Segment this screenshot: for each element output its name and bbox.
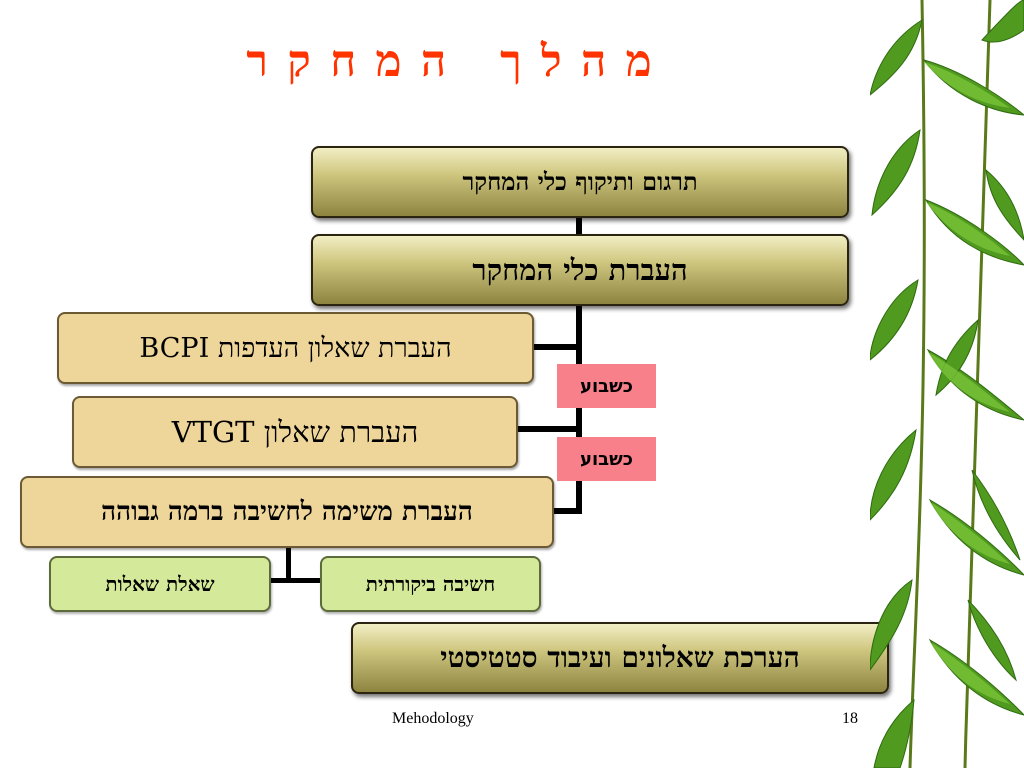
box-label: הערכת שאלונים ועיבוד סטטיסטי (440, 641, 800, 674)
box-evaluation-statistics: הערכת שאלונים ועיבוד סטטיסטי (351, 622, 889, 694)
box-label: חשיבה ביקורתית (365, 571, 496, 596)
slide-title: מ ה ל ך ה מ ח ק ר (246, 36, 654, 87)
bamboo-leaves-decoration (870, 0, 1024, 768)
connector-line (552, 508, 582, 514)
connector-line (270, 578, 322, 583)
week-badge: כשבוע (557, 364, 656, 408)
week-badge: כשבוע (557, 437, 656, 481)
box-label: העברת כלי המחקר (472, 252, 688, 287)
box-administer-tools: העברת כלי המחקר (311, 234, 849, 306)
box-critical-thinking: חשיבה ביקורתית (320, 556, 541, 612)
box-vtgt-questionnaire: העברת שאלון VTGT (72, 396, 518, 468)
box-question-asking: שאלת שאלות (49, 556, 271, 612)
box-high-order-thinking-task: העברת משימה לחשיבה ברמה גבוהה (20, 476, 554, 548)
box-label: העברת שאלון העדפות BCPI (139, 332, 452, 364)
page-number: 18 (842, 710, 858, 727)
footer-label: Mehodology (392, 710, 474, 727)
box-bcpi-questionnaire: העברת שאלון העדפות BCPI (57, 312, 534, 384)
connector-line (286, 546, 291, 582)
connector-line (516, 426, 580, 432)
box-label: שאלת שאלות (105, 571, 215, 596)
box-label: תרגום ותיקוף כלי המחקר (462, 167, 698, 196)
connector-line (532, 344, 580, 350)
box-label: העברת שאלון VTGT (171, 414, 419, 449)
box-label: העברת משימה לחשיבה ברמה גבוהה (101, 497, 473, 527)
box-translation-validation: תרגום ותיקוף כלי המחקר (311, 146, 849, 218)
